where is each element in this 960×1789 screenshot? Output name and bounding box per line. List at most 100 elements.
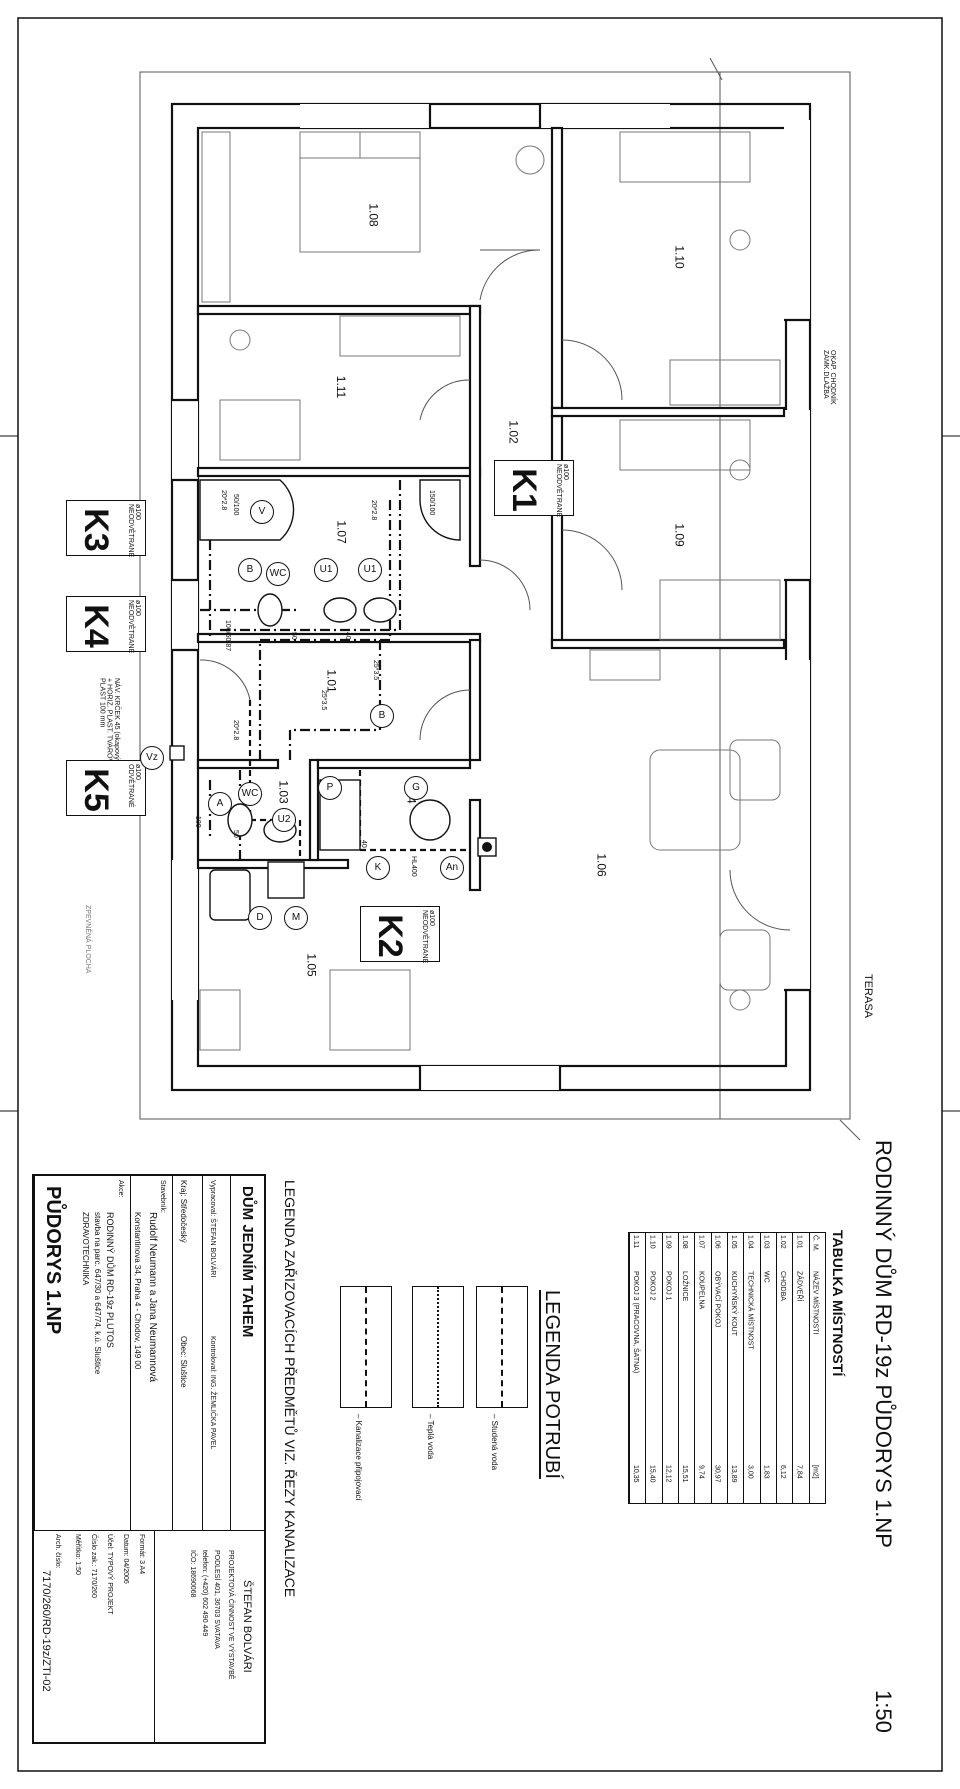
riser-k4: K4 ø100 NEODVĚTRANÉ — [66, 596, 146, 654]
room-table-title: TABULKA MÍSTNOSTÍ — [830, 1230, 846, 1377]
riser-id: K3 — [77, 508, 115, 552]
pipe-label: 25*3.5 — [372, 660, 379, 681]
obec: Sluštice — [179, 1359, 188, 1388]
drawing-name: PŮDORYS 1.NP — [42, 1186, 64, 1335]
fixture-vz: Vz — [140, 746, 164, 770]
room-name-cell: NÁZEV MÍSTNOSTI — [811, 1271, 819, 1335]
fixture-d: D — [248, 906, 272, 930]
room-name-cell: KUCHYŇSKÝ KOUT — [730, 1271, 738, 1336]
room-name-cell: ZÁDVEŘÍ — [795, 1271, 803, 1302]
arch-label: Arch. číslo: — [54, 1534, 61, 1569]
room-area-cell: 12,12 — [664, 1465, 672, 1483]
pipe-label: 20*2.8 — [232, 720, 239, 741]
vypracoval: ŠTEFAN BOLVÁRI — [209, 1218, 216, 1278]
datum: 04/2006 — [122, 1558, 129, 1584]
room-area-cell: 9,74 — [697, 1465, 705, 1479]
sheet-border — [17, 17, 943, 1772]
room-number-cell: 1.03 — [762, 1235, 770, 1249]
room-number: 1.09 — [672, 523, 687, 547]
room-name-cell: POKOJ 1 — [664, 1271, 672, 1301]
room-name-cell: WC — [762, 1271, 770, 1283]
ucel-label: Účel: — [106, 1534, 113, 1550]
bath-fixtures — [169, 479, 497, 921]
legend-swatch-hot — [412, 1286, 464, 1408]
room-number: 1.05 — [304, 953, 319, 977]
pipe-label: 20*2.8 — [370, 500, 377, 521]
author-ico: IČO: 18690068 — [189, 1550, 196, 1598]
arch-number: 7170/260/RD-19z/ZTI-02 — [40, 1570, 52, 1692]
ucel: TYPOVÝ PROJEKT — [106, 1551, 113, 1615]
room-name-cell: KOUPELNA — [697, 1271, 705, 1310]
room-number-cell: 1.10 — [648, 1235, 656, 1249]
pipe-label: 40 — [344, 632, 351, 640]
author-name: ŠTEFAN BOLVÁRI — [241, 1580, 253, 1673]
fixture-a: A — [208, 792, 232, 816]
fixture-p: P — [318, 776, 342, 800]
room-number-cell: Č. M. — [811, 1235, 819, 1252]
title-block: DŮM JEDNÍM TAHEM Vypracoval: ŠTEFAN BOLV… — [32, 1174, 266, 1744]
fixture-b: B — [370, 704, 394, 728]
obec-label: Obec: — [179, 1336, 188, 1358]
room-number: 1.06 — [594, 853, 609, 877]
akce-3: ZDRAVOTECHNIKA — [81, 1212, 90, 1286]
legend-label-cold: – Studená voda — [490, 1414, 499, 1471]
drawing-title: RODINNÝ DŮM RD-19z PŮDORYS 1.NP — [871, 1140, 896, 1548]
room-number-cell: 1.11 — [632, 1235, 640, 1249]
room-name-cell: LOŽNICE — [681, 1271, 689, 1302]
riser-dim: ø100 — [134, 504, 141, 520]
company-logo: DŮM JEDNÍM TAHEM — [239, 1186, 256, 1338]
akce-label: Akce: — [117, 1180, 124, 1198]
pipe-label: 50 — [232, 830, 239, 838]
pavement-label: OKAP. CHODNÍK ZÁMK.DLAŽBA — [822, 350, 836, 405]
fixture-m: M — [284, 906, 308, 930]
pipe-label: 20*2.8 — [220, 490, 227, 511]
author-desc: PROJEKTOVÁ ČINNOST VE VÝSTAVBĚ — [227, 1550, 234, 1680]
interior-walls — [196, 126, 786, 892]
fixture-an: An — [440, 856, 464, 880]
drawing-scale: 1:50 — [871, 1690, 896, 1733]
room-area-cell: 15,40 — [648, 1465, 656, 1483]
riser-note: ODVĚTRANÉ — [127, 764, 134, 808]
riser-dim: ø100 — [428, 910, 435, 926]
fixture-washbasin: U2 — [272, 808, 296, 832]
format-label: Formát: — [138, 1534, 145, 1559]
riser-note: NEODVĚTRANÉ — [127, 600, 134, 654]
fixture-bathtub: V — [250, 500, 274, 524]
room-number: 1.10 — [672, 245, 687, 269]
room-number-cell: 1.09 — [664, 1235, 672, 1249]
akce-1: RODINNÝ DŮM RD-19z PLUTOS — [105, 1212, 115, 1348]
fixture-wc: WC — [266, 562, 290, 586]
fixture-washbasin: U1 — [358, 558, 382, 582]
kontroloval-label: Kontroloval: — [209, 1336, 216, 1373]
room-number-cell: 1.04 — [746, 1235, 754, 1249]
room-area-cell: 10,35 — [632, 1465, 640, 1483]
room-area-cell: 6,12 — [779, 1465, 787, 1479]
fixture-washbasin: U1 — [314, 558, 338, 582]
room-name-cell: CHODBA — [779, 1271, 787, 1301]
room-name-cell: POKOJ 2 — [648, 1271, 656, 1301]
pipe-label: 100/50/87 — [224, 620, 231, 652]
riser-id: K2 — [371, 914, 409, 958]
meritko-label: Měřítko: — [74, 1534, 81, 1560]
room-area-cell: 7,84 — [795, 1465, 803, 1479]
riser-id: K5 — [77, 768, 115, 812]
author-address: PODLESÍ 401, 36703 SVATAVA — [213, 1550, 220, 1649]
riser-dim: ø100 — [134, 600, 141, 616]
pavement-outline — [139, 71, 851, 1120]
outer-walls — [170, 102, 812, 1092]
format: 3 A4 — [138, 1560, 145, 1575]
fixture-bidet: B — [238, 558, 262, 582]
riser-k5: K5 ø100 ODVĚTRANÉ — [66, 760, 146, 816]
room-number-cell: 1.07 — [697, 1235, 705, 1249]
fixture-wc: WC — [238, 782, 262, 806]
